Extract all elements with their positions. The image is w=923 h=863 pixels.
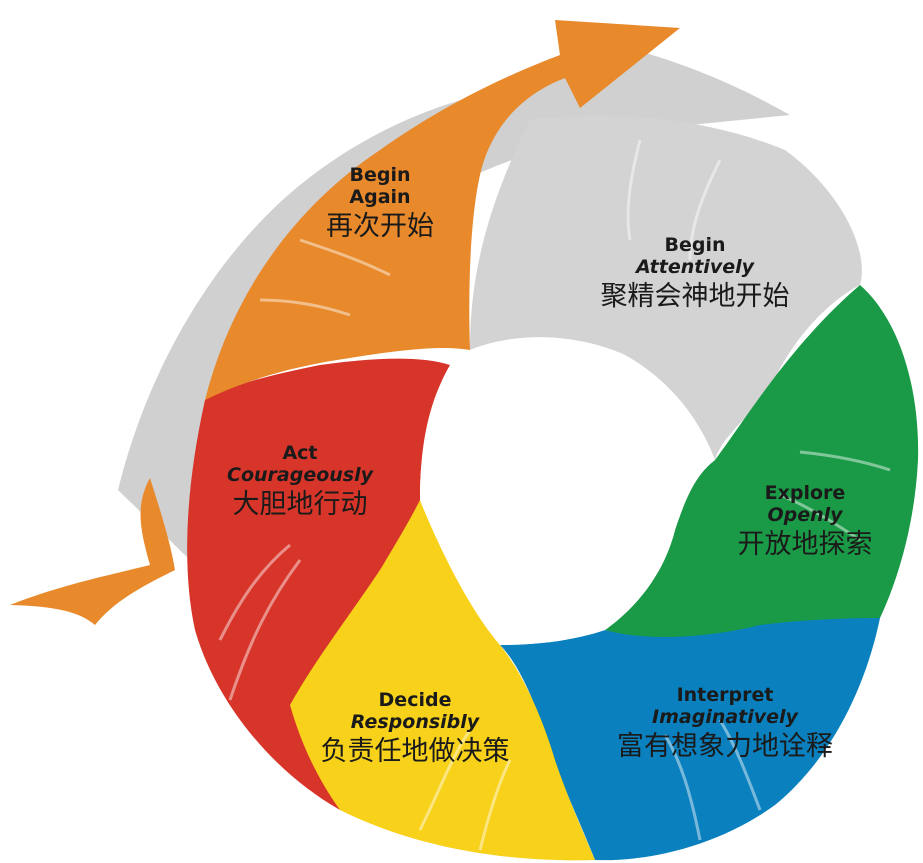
label-interpret-imaginatively-chinese: 富有想象力地诠释 (617, 730, 833, 762)
label-begin-again-chinese: 再次开始 (326, 210, 434, 242)
label-act-courageously-chinese: 大胆地行动 (232, 488, 368, 520)
segment-begin-again (205, 20, 680, 400)
label-act-courageously-line1: Act (282, 442, 318, 464)
center-hole (420, 337, 715, 645)
label-begin-attentively-chinese: 聚精会神地开始 (600, 280, 790, 312)
segment-explore-openly (605, 285, 919, 642)
highlight-swirls (218, 139, 891, 851)
segment-decide-responsibly (285, 500, 595, 861)
label-begin-attentively: Begin Attentively 聚精会神地开始 (570, 234, 820, 312)
label-explore-openly-line1: Explore (764, 482, 846, 504)
segment-begin-attentively (470, 115, 862, 460)
label-decide-responsibly-line1: Decide (378, 689, 452, 711)
label-decide-responsibly-line2: Responsibly (350, 710, 480, 733)
segment-act-courageously (187, 358, 450, 810)
label-act-courageously: Act Courageously 大胆地行动 (200, 442, 400, 520)
label-begin-again-line1: Begin (349, 164, 411, 186)
label-explore-openly: Explore Openly 开放地探索 (705, 482, 905, 560)
orange-arrowhead-lower (10, 478, 175, 625)
label-begin-again-line2: Again (349, 185, 411, 208)
label-decide-responsibly: Decide Responsibly 负责任地做决策 (295, 689, 535, 767)
segment-interpret-imaginatively (500, 618, 880, 861)
label-begin-attentively-line1: Begin (664, 234, 726, 256)
label-explore-openly-chinese: 开放地探索 (737, 528, 873, 560)
label-begin-attentively-line2: Attentively (635, 255, 754, 278)
label-interpret-imaginatively: Interpret Imaginatively 富有想象力地诠释 (595, 684, 855, 762)
label-act-courageously-line2: Courageously (227, 463, 373, 486)
label-explore-openly-line2: Openly (767, 503, 843, 526)
label-interpret-imaginatively-line2: Imaginatively (652, 705, 798, 728)
label-interpret-imaginatively-line1: Interpret (676, 684, 774, 706)
label-decide-responsibly-chinese: 负责任地做决策 (320, 735, 510, 767)
label-begin-again: Begin Again 再次开始 (300, 164, 460, 242)
